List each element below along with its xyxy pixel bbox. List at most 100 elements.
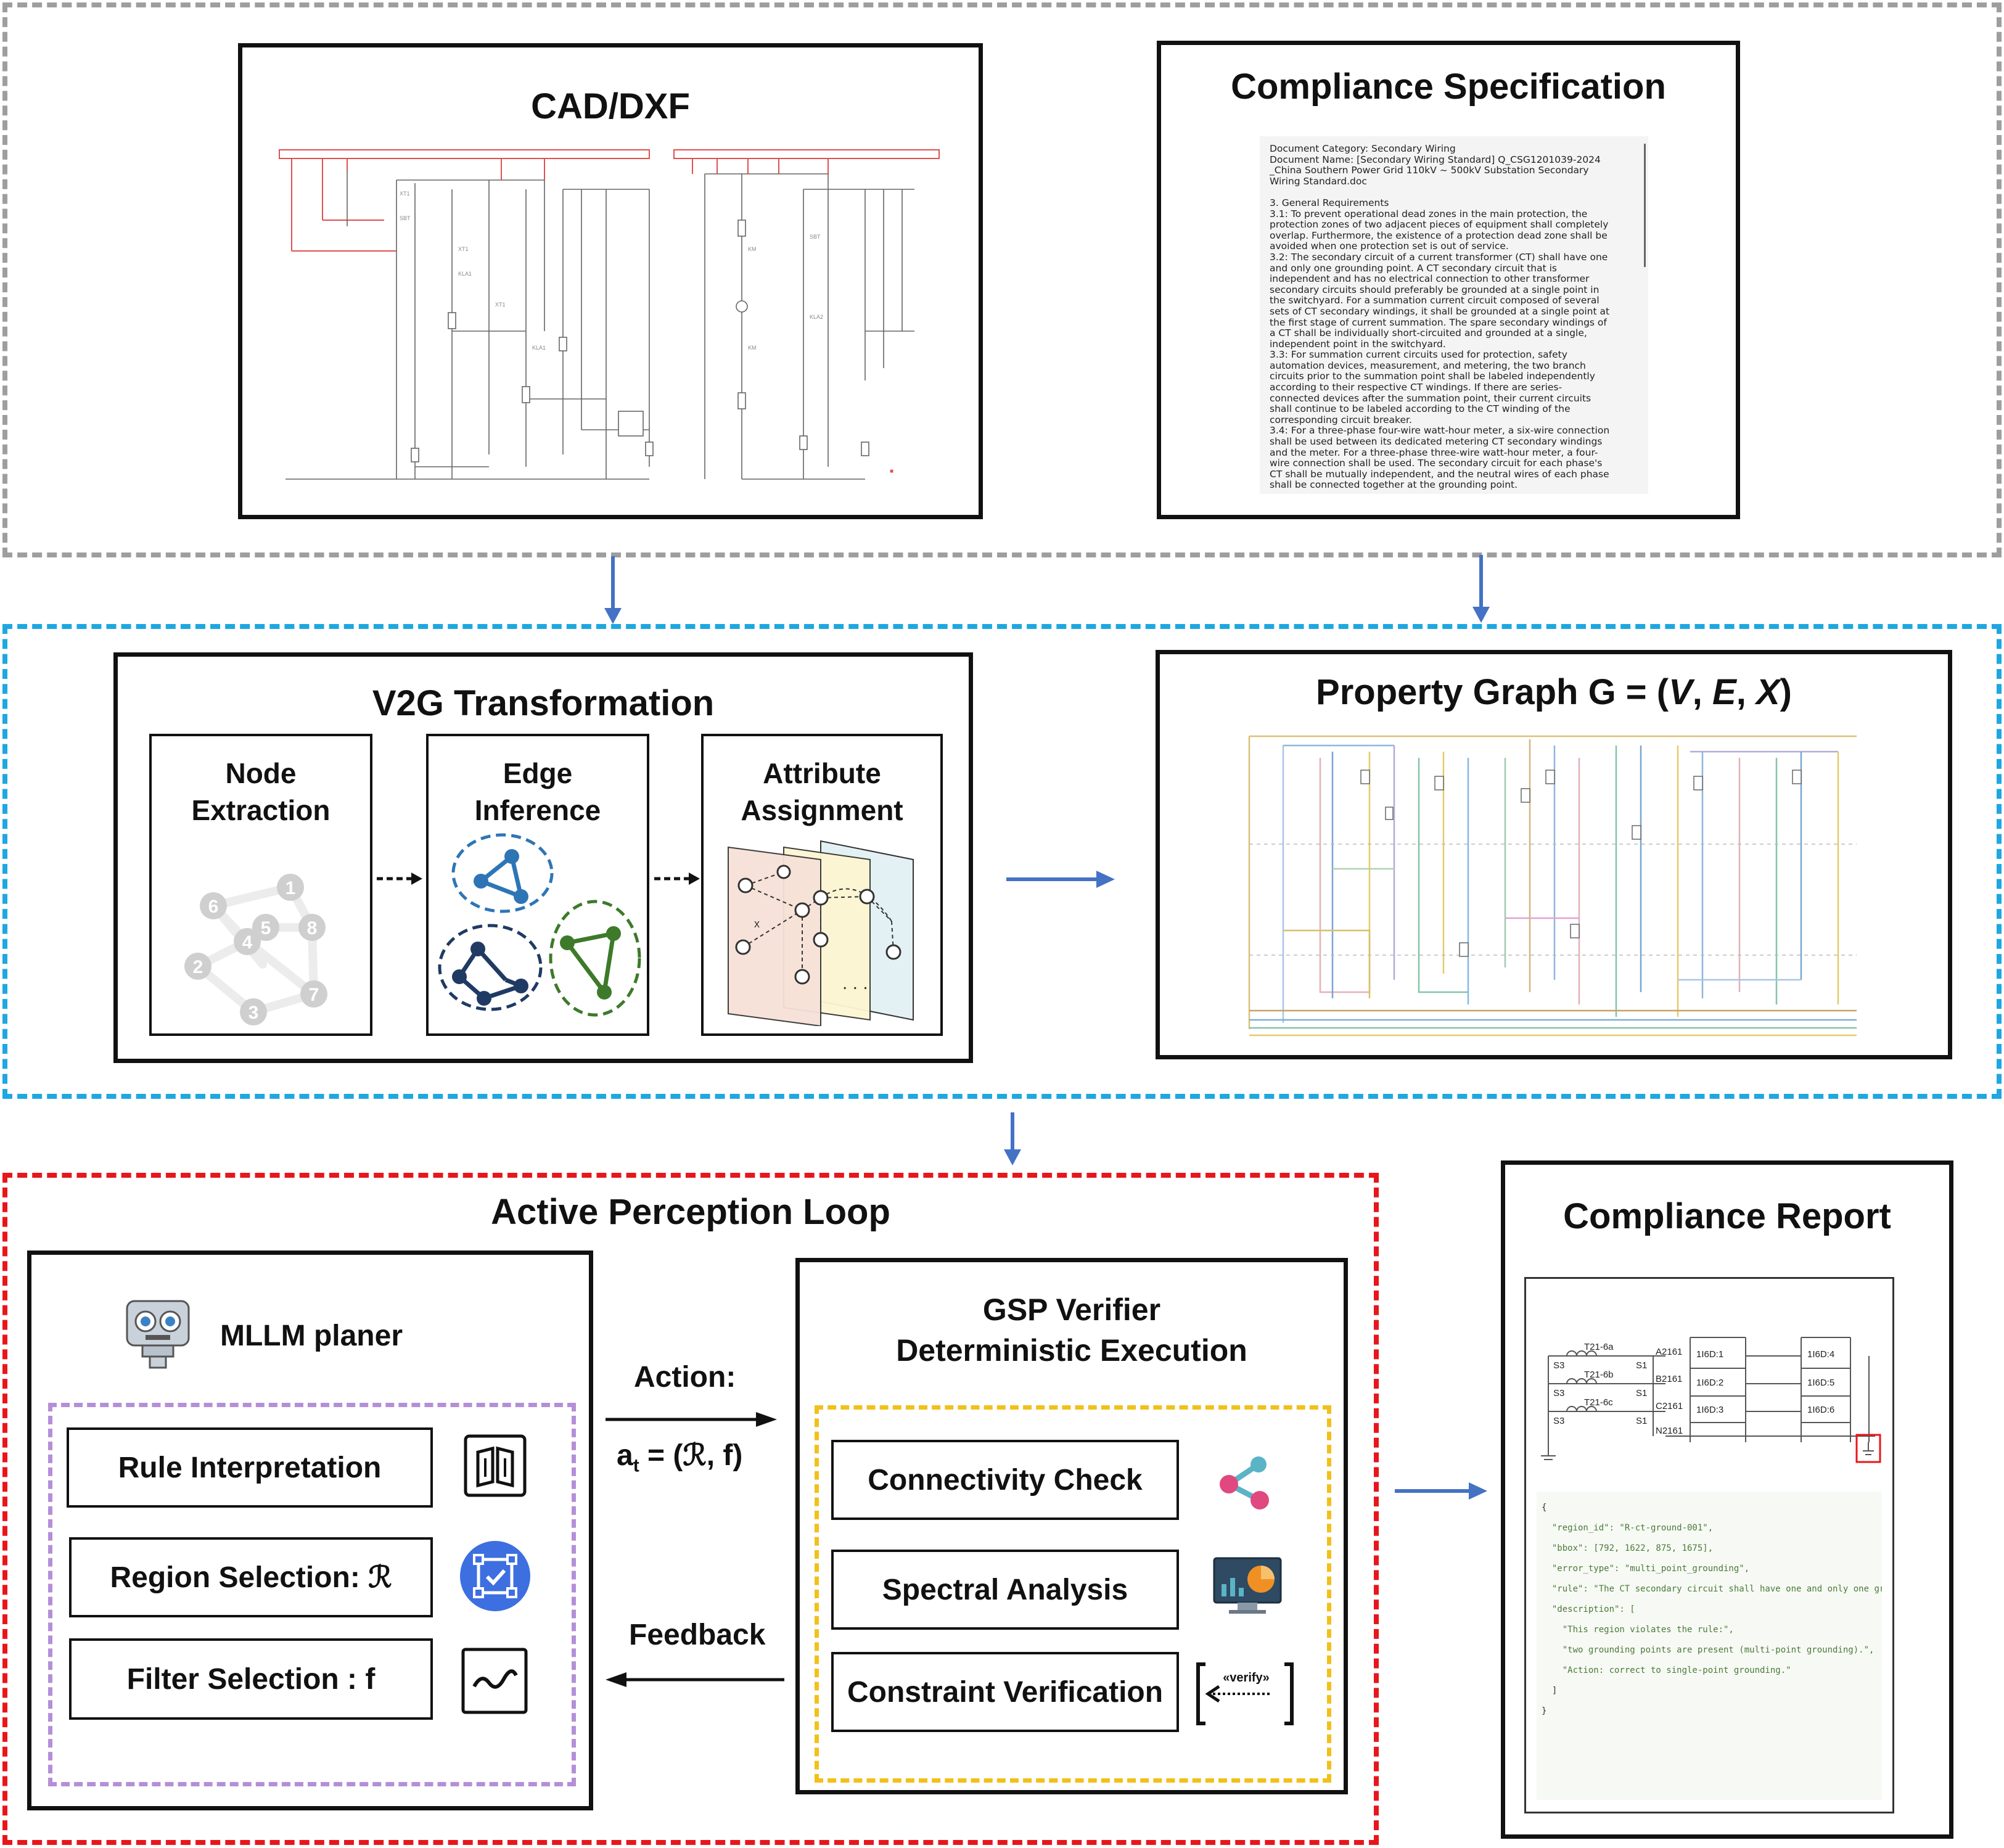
arrow-v2g-to-graph (1006, 871, 1115, 888)
report-json-line: } (1542, 1706, 1547, 1716)
node-graph-illustration: 1 2 3 4 5 6 7 8 (184, 874, 327, 1025)
region-selection-button[interactable]: Region Selection: ℛ (69, 1537, 433, 1617)
dashed-arrow-edge-to-attribute (654, 873, 700, 885)
edge-clusters-illustration (438, 833, 641, 1017)
svg-text:T21-6c: T21-6c (1584, 1397, 1613, 1408)
svg-text:KM: KM (748, 246, 757, 252)
svg-text:S3: S3 (1553, 1416, 1564, 1426)
svg-text:■: ■ (890, 468, 893, 475)
connectivity-check-button[interactable]: Connectivity Check (831, 1440, 1179, 1520)
node-extraction-card: Node Extraction (149, 734, 372, 1036)
verify-bracket-icon: «verify» (1196, 1662, 1294, 1725)
node-label-5: 5 (261, 918, 271, 938)
edge-inference-card: Edge Inference (426, 734, 649, 1036)
svg-text:C2161: C2161 (1656, 1401, 1683, 1411)
report-content-frame (1524, 1277, 1894, 1813)
v2g-panel: V2G Transformation Node Extraction (113, 652, 973, 1063)
spectral-analysis-button[interactable]: Spectral Analysis (831, 1550, 1179, 1630)
verifier-title: GSP Verifier Deterministic Execution (896, 1292, 1247, 1368)
mllm-planner-title: MLLM planer (220, 1320, 403, 1352)
active-perception-region (2, 1173, 1379, 1845)
svg-text:A2161: A2161 (1656, 1347, 1682, 1357)
scrollbar[interactable] (1644, 144, 1646, 267)
svg-text:S1: S1 (1636, 1416, 1647, 1426)
svg-text:T21-6a: T21-6a (1584, 1342, 1614, 1352)
violation-highlight-box (1855, 1434, 1881, 1463)
svg-text:KLA1: KLA1 (532, 345, 546, 351)
arrow-loop-to-report (1395, 1482, 1487, 1500)
svg-text:1I6D:2: 1I6D:2 (1696, 1378, 1723, 1388)
action-formula: at = (ℛ, f) (617, 1439, 743, 1476)
svg-text:1I6D:5: 1I6D:5 (1807, 1378, 1834, 1388)
svg-text:1I6D:3: 1I6D:3 (1696, 1405, 1723, 1415)
report-json-line: { (1542, 1503, 1547, 1513)
attribute-assignment-card: Attribute Assignment x . . . (701, 734, 943, 1036)
svg-text:N2161: N2161 (1656, 1426, 1683, 1436)
dashed-arrow-node-to-edge (377, 873, 422, 885)
report-wiring-snippet: T21-6a T21-6b T21-6c S3 S3 S3 S1 S1 S1 A… (1541, 1337, 1881, 1463)
verify-tag: «verify» (1223, 1671, 1270, 1685)
node-label-8: 8 (307, 918, 318, 938)
action-label: Action: (634, 1361, 736, 1394)
report-json-line: "two grounding points are present (multi… (1542, 1645, 1875, 1655)
svg-text:KM: KM (748, 345, 757, 351)
compliance-spec-panel: Compliance Specification Document Catego… (1157, 41, 1740, 519)
svg-text:. . .: . . . (842, 973, 868, 993)
v2g-title: V2G Transformation (372, 683, 715, 723)
dashboard-chart-icon (1213, 1557, 1282, 1614)
svg-text:KLA2: KLA2 (810, 314, 823, 320)
svg-text:SBT: SBT (400, 215, 411, 221)
report-json-line: "bbox": [792, 1622, 875, 1675], (1542, 1543, 1714, 1553)
feedback-label: Feedback (629, 1619, 766, 1651)
verifier-dashed-group (815, 1405, 1331, 1783)
svg-text:1I6D:4: 1I6D:4 (1807, 1349, 1834, 1360)
svg-text:T21-6b: T21-6b (1584, 1370, 1614, 1380)
gsp-verifier-panel: GSP Verifier Deterministic Execution Con… (795, 1258, 1348, 1794)
region-select-icon (460, 1541, 530, 1611)
share-nodes-icon (1220, 1456, 1269, 1509)
node-label-1: 1 (285, 878, 296, 898)
book-icon (464, 1434, 527, 1497)
rule-interpretation-button[interactable]: Rule Interpretation (67, 1427, 433, 1508)
input-region (2, 2, 2002, 557)
node-label-7: 7 (309, 985, 319, 1005)
node-extraction-label: Node Extraction (191, 757, 331, 826)
report-json-line: "Action: correct to single-point groundi… (1542, 1665, 1791, 1675)
spec-document-page: Document Category: Secondary Wiring Docu… (1260, 136, 1648, 494)
compliance-report-panel: Compliance Report (1501, 1160, 1953, 1839)
svg-text:KLA1: KLA1 (458, 271, 472, 277)
constraint-verification-button[interactable]: Constraint Verification (831, 1652, 1179, 1732)
svg-text:B2161: B2161 (1656, 1374, 1682, 1384)
svg-text:S1: S1 (1636, 1388, 1647, 1398)
svg-text:XT1: XT1 (495, 302, 506, 308)
svg-text:XT1: XT1 (458, 246, 469, 252)
report-json-line: ] (1542, 1686, 1558, 1696)
wave-filter-icon (461, 1648, 528, 1714)
cad-dxf-panel: CAD/DXF (238, 43, 983, 519)
node-label-6: 6 (208, 897, 219, 917)
property-graph-drawing (1248, 735, 1857, 1037)
report-json-line: "description": [ (1542, 1604, 1635, 1614)
edge-inference-label: Edge Inference (474, 757, 601, 826)
report-json-line: "This region violates the rule:", (1542, 1625, 1734, 1635)
report-json-line: "region_id": "R-ct-ground-001", (1542, 1523, 1714, 1533)
compliance-report-title: Compliance Report (1563, 1196, 1891, 1236)
svg-text:S3: S3 (1553, 1360, 1564, 1371)
arrow-cad-to-v2g (604, 556, 622, 624)
svg-text:S1: S1 (1636, 1360, 1647, 1371)
report-json-lines: { "region_id": "R-ct-ground-001", "bbox"… (1542, 1498, 1882, 1722)
property-graph-title: Property Graph G = (V, E, X) (1316, 672, 1792, 712)
property-graph-panel: Property Graph G = (V, E, X) (1156, 650, 1952, 1059)
svg-text:S3: S3 (1553, 1388, 1564, 1398)
planner-dashed-group (48, 1403, 576, 1786)
node-label-3: 3 (248, 1003, 259, 1023)
filter-selection-button[interactable]: Filter Selection : f (69, 1638, 433, 1720)
report-json-line: "rule": "The CT secondary circuit shall … (1551, 1584, 1882, 1594)
loop-title: Active Perception Loop (491, 1192, 890, 1232)
svg-text:x: x (754, 918, 760, 930)
compliance-spec-title: Compliance Specification (1231, 67, 1666, 107)
transformation-region (2, 624, 2002, 1099)
svg-text:1I6D:1: 1I6D:1 (1696, 1349, 1723, 1360)
robot-icon (126, 1300, 190, 1369)
